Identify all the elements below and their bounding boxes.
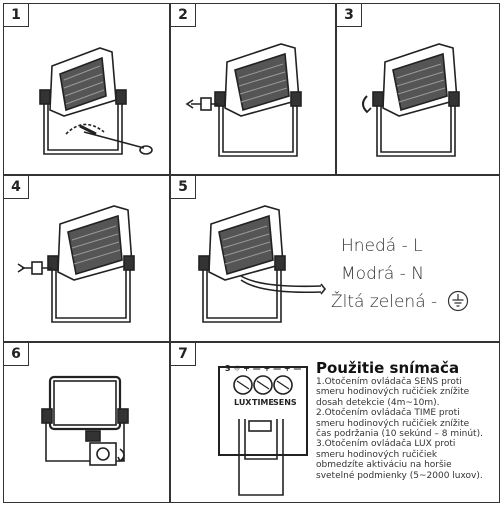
floodlight-sensor-illustration bbox=[41, 375, 129, 466]
step-6-panel: 6 bbox=[3, 342, 170, 503]
sensor-usage-title: Použitie snímača bbox=[316, 359, 460, 377]
instruction-line: smeru hodinových ručičiek znížite bbox=[316, 387, 470, 398]
instruction-line: 3.Otočením ovládača LUX proti bbox=[316, 439, 456, 450]
instruction-line: smeru hodinových ručičiek znížite bbox=[316, 418, 470, 429]
step-7-panel: 7 3 ☼ + — + — + — LUX TIME SENS bbox=[170, 342, 500, 503]
wire-yellow-green-label: Žltá zelená - bbox=[331, 292, 438, 312]
wire-brown-label: Hnedá - L bbox=[341, 236, 423, 256]
floodlight-illustration bbox=[17, 205, 135, 323]
step-number: 7 bbox=[171, 343, 196, 366]
wire-blue-label: Modrá - N bbox=[341, 264, 424, 284]
sensor-top-marks: 3 ☼ + — + — + — bbox=[225, 364, 301, 373]
step-number: 1 bbox=[4, 4, 29, 27]
instruction-line: obmedzíte aktiváciu na horšie bbox=[316, 460, 452, 471]
knob-label-time: TIME bbox=[252, 398, 274, 407]
step-1-panel: 1 bbox=[3, 3, 170, 175]
step-number: 6 bbox=[4, 343, 29, 366]
instruction-line: čas podržania (10 sekúnd – 8 minút). bbox=[316, 429, 483, 440]
floodlight-wiring-illustration bbox=[198, 205, 327, 323]
sensor-usage-instructions: 1.Otočením ovládača SENS proti smeru hod… bbox=[316, 377, 496, 481]
floodlight-illustration bbox=[39, 47, 153, 155]
step-4-panel: 4 bbox=[3, 175, 170, 342]
knob-label-lux: LUX bbox=[234, 398, 252, 407]
step-number: 3 bbox=[337, 4, 362, 27]
instruction-line: dosah detekcie (4m~10m). bbox=[316, 397, 440, 408]
step-number: 4 bbox=[4, 176, 29, 199]
instruction-line: smeru hodinových ručičiek bbox=[316, 449, 438, 460]
step-3-panel: 3 bbox=[336, 3, 500, 175]
step-number: 5 bbox=[171, 176, 196, 199]
step-5-panel: 5 Hnedá - L Modrá - N Žltá zelená - bbox=[170, 175, 500, 342]
sensor-controls-diagram: 3 ☼ + — + — + — LUX TIME SENS bbox=[218, 364, 308, 496]
floodlight-illustration bbox=[185, 43, 302, 157]
instruction-line: svetelné podmienky (5~2000 luxov). bbox=[316, 470, 483, 481]
instruction-line: 1.Otočením ovládača SENS proti bbox=[316, 377, 462, 387]
step-number: 2 bbox=[171, 4, 196, 27]
knob-label-sens: SENS bbox=[273, 398, 297, 407]
floodlight-illustration bbox=[362, 43, 460, 157]
ground-icon bbox=[447, 290, 469, 312]
instruction-sheet: 1 2 bbox=[3, 3, 500, 503]
step-2-panel: 2 bbox=[170, 3, 336, 175]
instruction-line: 2.Otočením ovládača TIME proti bbox=[316, 408, 460, 419]
